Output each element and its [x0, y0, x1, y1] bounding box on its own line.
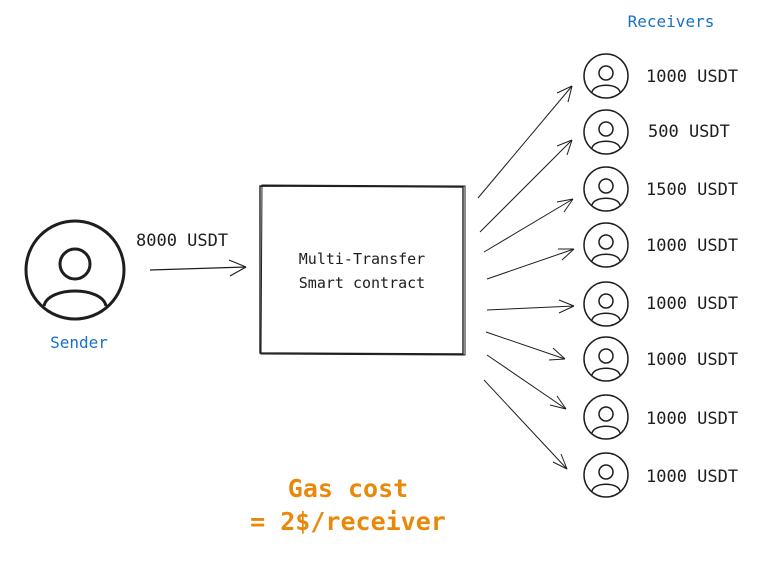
receiver-7: 1000 USDT — [583, 394, 738, 440]
contract-box — [259, 184, 466, 356]
receiver-avatar-icon — [583, 109, 629, 155]
receiver-1: 1000 USDT — [583, 53, 738, 99]
receiver-amount: 1000 USDT — [646, 67, 738, 87]
receiver-avatar-icon — [583, 336, 629, 382]
receiver-avatar-icon — [583, 394, 629, 440]
sender-avatar-icon — [24, 219, 126, 321]
receiver-6: 1000 USDT — [583, 336, 738, 382]
receiver-amount: 1000 USDT — [646, 467, 738, 487]
sender-to-contract-arrow — [149, 259, 247, 277]
contract-to-receiver-arrow — [477, 85, 573, 199]
contract-to-receiver-arrow — [485, 331, 566, 361]
gas-cost-line1: Gas cost — [288, 474, 408, 503]
receiver-amount: 1000 USDT — [646, 350, 738, 370]
receiver-8: 1000 USDT — [583, 452, 738, 498]
contract-to-receiver-arrow — [486, 299, 575, 314]
contract-to-receiver-arrow — [486, 248, 575, 280]
receiver-avatar-icon — [583, 166, 629, 212]
contract-label-line2: Smart contract — [299, 274, 425, 292]
receiver-3: 1500 USDT — [583, 166, 738, 212]
receiver-avatar-icon — [583, 281, 629, 327]
contract-to-receiver-arrow — [479, 139, 573, 233]
contract-to-receiver-arrow — [483, 379, 568, 470]
receiver-amount: 1000 USDT — [646, 409, 738, 429]
contract-to-receiver-arrow — [486, 354, 567, 410]
contract-label-line1: Multi-Transfer — [299, 250, 425, 268]
receiver-4: 1000 USDT — [583, 222, 738, 268]
receiver-2: 500 USDT — [583, 109, 730, 155]
receivers-title: Receivers — [628, 12, 715, 31]
contract-to-receiver-arrow — [483, 198, 574, 253]
receiver-amount: 1500 USDT — [646, 180, 738, 200]
sender-amount-label: 8000 USDT — [136, 231, 228, 251]
receiver-avatar-icon — [583, 222, 629, 268]
gas-cost-line2: = 2$/receiver — [250, 507, 446, 536]
sender-label: Sender — [50, 333, 108, 352]
receiver-avatar-icon — [583, 53, 629, 99]
receiver-avatar-icon — [583, 452, 629, 498]
receiver-amount: 1000 USDT — [646, 236, 738, 256]
receiver-5: 1000 USDT — [583, 281, 738, 327]
receiver-amount: 1000 USDT — [646, 294, 738, 314]
receiver-amount: 500 USDT — [648, 122, 730, 142]
